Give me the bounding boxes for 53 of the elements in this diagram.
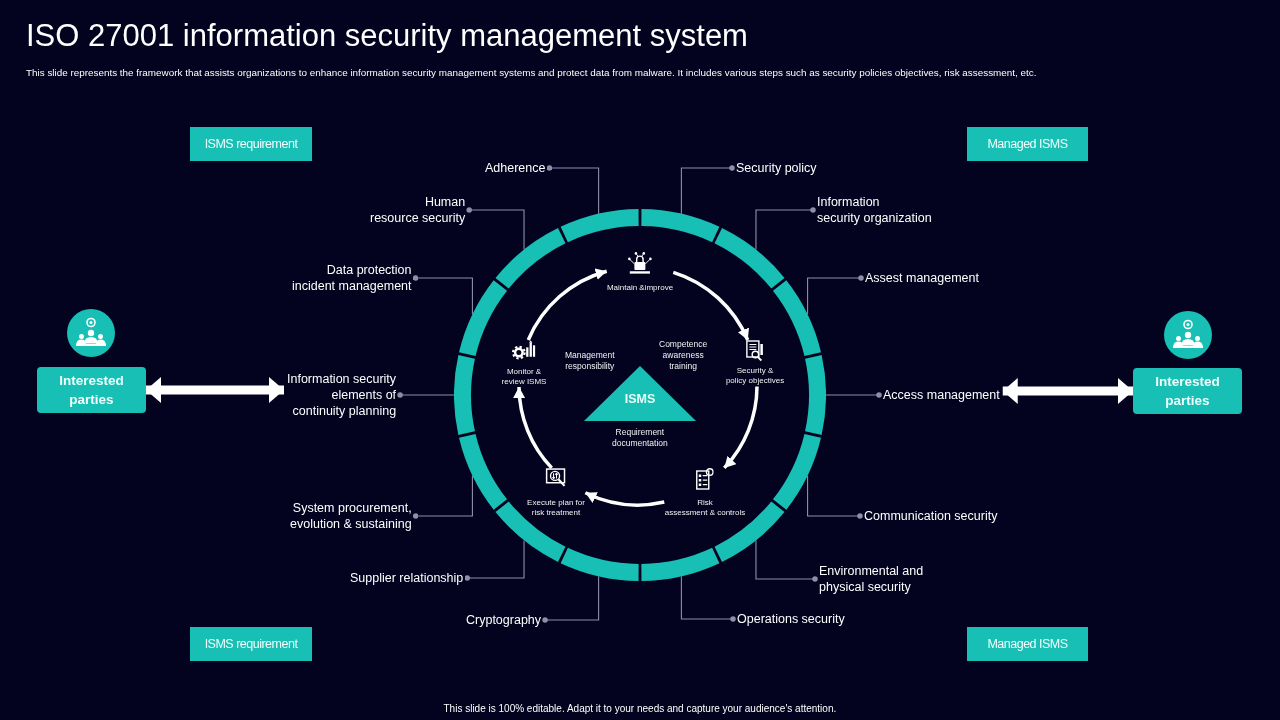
leader-line	[807, 275, 864, 315]
callout-label: Adherence	[485, 160, 546, 176]
double-arrow	[1002, 378, 1133, 404]
leader-line	[680, 165, 735, 215]
label-box: ISMS requirement	[190, 127, 312, 161]
curved-arrow	[584, 491, 665, 507]
leader-line	[542, 575, 600, 623]
caption-text: Competence awareness training	[659, 338, 708, 372]
leader-line	[807, 475, 863, 519]
curved-arrow	[526, 269, 608, 341]
leader-line	[464, 539, 525, 581]
leader-line	[825, 392, 882, 398]
leader-line	[466, 207, 525, 251]
callout-label: Access management	[883, 387, 1000, 403]
curved-arrow	[672, 270, 750, 341]
leader-line	[397, 392, 455, 398]
step-label: Execute plan for risk treatment	[527, 498, 585, 518]
callout-label: Assest management	[865, 270, 979, 286]
callout-label: Information security elements of continuity planning	[287, 371, 397, 419]
leader-line	[755, 539, 818, 582]
callout-label: Human resource security	[370, 194, 466, 226]
double-arrow	[146, 377, 284, 403]
step-label: Maintain &improve	[606, 283, 674, 293]
label-box: ISMS requirement	[190, 627, 312, 661]
curved-arrow	[514, 386, 554, 470]
callout-label: Environmental and physical security	[819, 563, 924, 595]
label-box: Managed ISMS	[967, 627, 1088, 661]
leader-line	[755, 207, 816, 251]
subtitle: This slide represents the framework that assists organizations to enhance information security management systems and protect data from malware. It includes various steps such as security policies objectives, risk assessment, etc.	[26, 66, 1037, 79]
leader-line	[680, 575, 736, 622]
leader-line	[412, 475, 473, 519]
triangle-label: ISMS	[624, 392, 656, 407]
label-box: Interested parties	[1133, 368, 1242, 414]
label-box: Managed ISMS	[967, 127, 1088, 161]
leader-line	[546, 165, 600, 215]
callout-label: Information security organization	[817, 194, 932, 226]
step-label: Monitor & review ISMS	[501, 367, 547, 387]
callout-label: Supplier relationship	[350, 570, 464, 586]
title: ISO 27001 information security management system	[26, 17, 748, 55]
leader-line	[412, 275, 473, 315]
caption-text: Management responsibility	[565, 350, 615, 372]
footer-note: This slide is 100% editable. Adapt it to your needs and capture your audience's attention.	[443, 701, 837, 715]
label-box: Interested parties	[37, 367, 146, 413]
callout-label: Operations security	[737, 611, 845, 627]
step-label: Security & policy objectives	[725, 366, 785, 386]
callout-label: Data protection incident management	[292, 262, 412, 294]
callout-label: System procurement, evolution & sustaining	[290, 500, 412, 532]
curved-arrow	[722, 386, 759, 470]
caption-text: Requirement documentation	[612, 427, 668, 449]
step-label: Risk assessment & controls	[664, 498, 746, 518]
callout-label: Communication security	[864, 508, 998, 524]
callout-label: Security policy	[736, 160, 817, 176]
callout-label: Cryptography	[466, 612, 542, 628]
